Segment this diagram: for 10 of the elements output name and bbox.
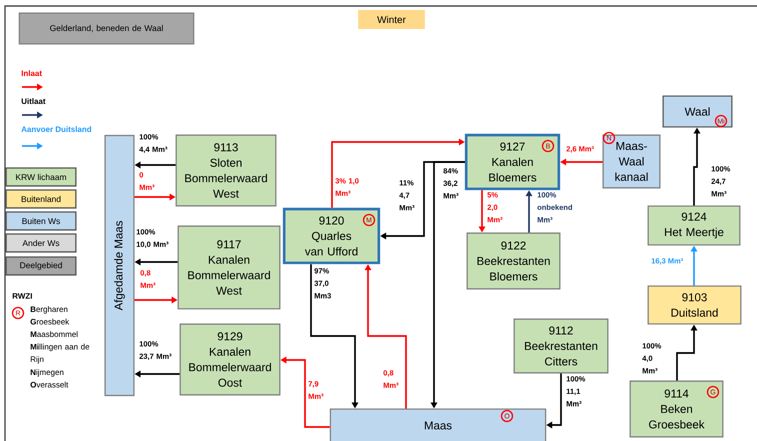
water-body-box: 9129 Kanalen Bommelerwaard Oost: [180, 324, 280, 396]
water-body-box: 9103 Duitsland: [648, 285, 742, 325]
area-box: Gelderland, beneden de Waal: [18, 12, 194, 45]
water-body-box: 9112 Beekrestanten Citters: [514, 318, 608, 374]
water-body-box: 9117 Kanalen Bommelerwaard West: [178, 226, 280, 310]
title-box: Winter: [358, 10, 425, 29]
water-body-box: 9122 Beekrestanten Bloemers: [466, 232, 560, 290]
water-body-box: 9113 Sloten Bommelerwaard West: [176, 134, 276, 206]
water-body-box: Afgedamde Maas: [104, 134, 135, 396]
water-body-box: 9124 Het Meertje: [648, 205, 740, 246]
